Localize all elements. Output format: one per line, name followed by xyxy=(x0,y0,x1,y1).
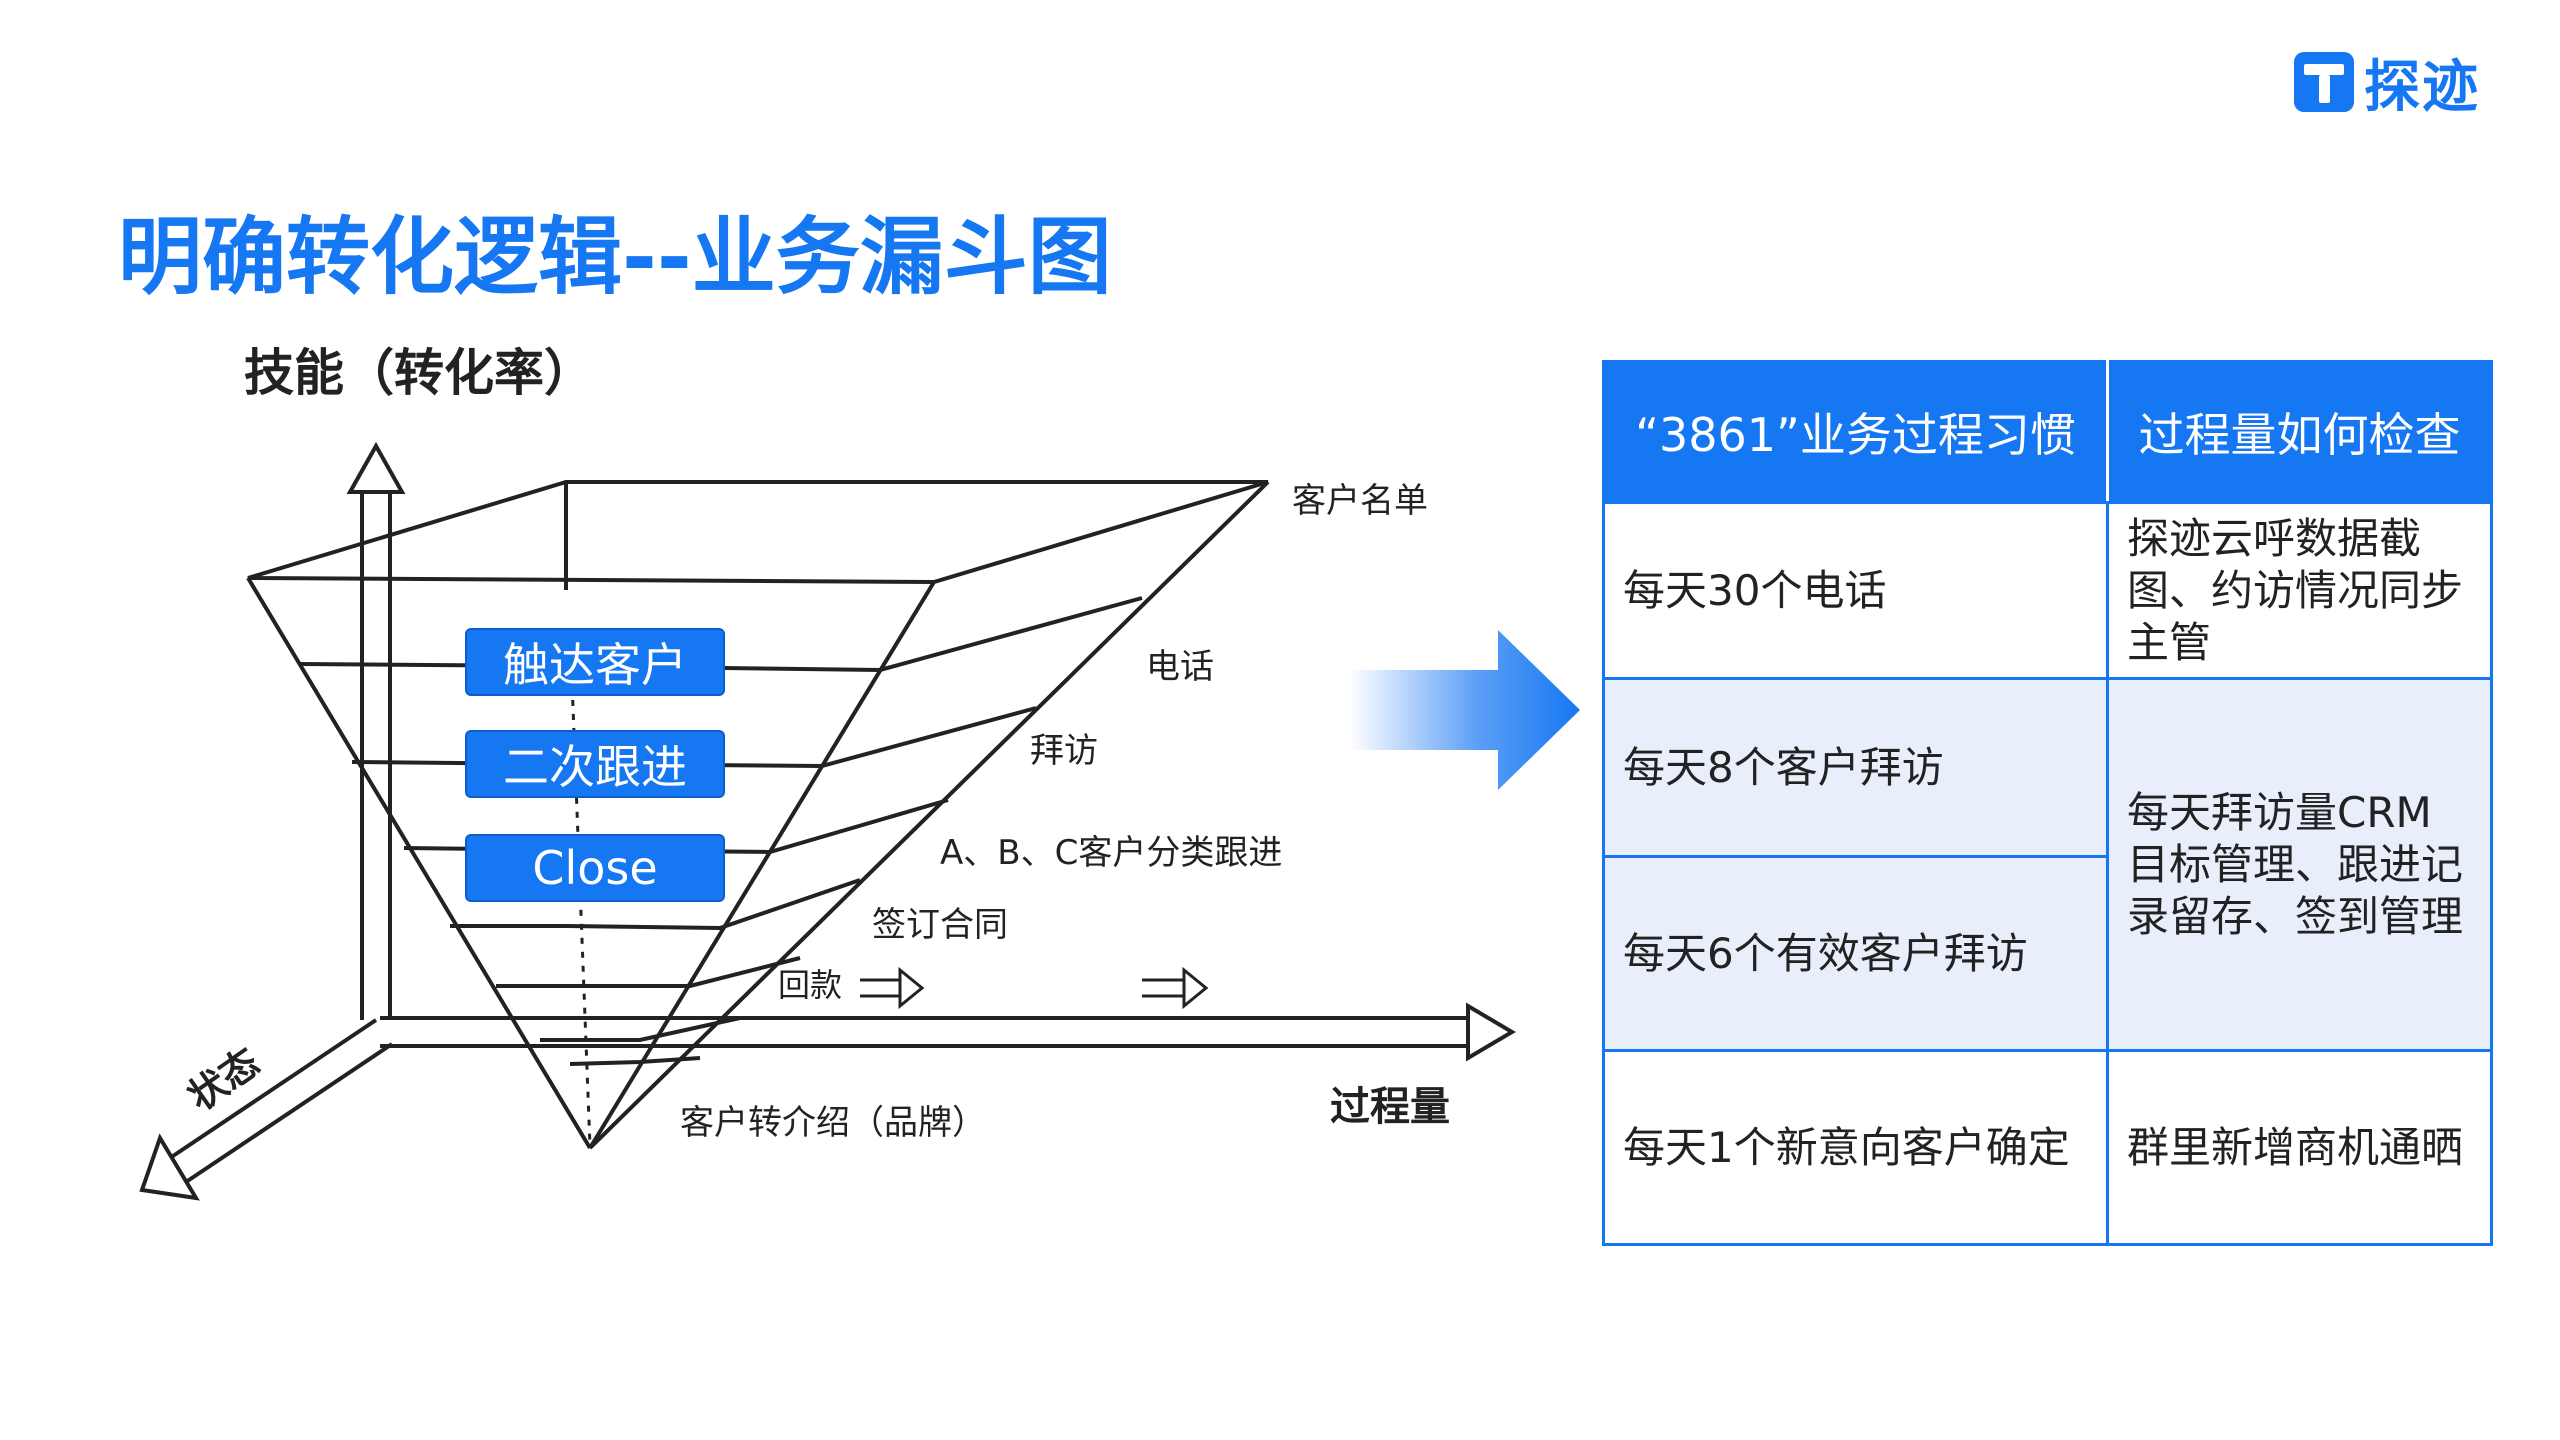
stage-close: Close xyxy=(465,834,725,902)
habits-table: “3861”业务过程习惯 过程量如何检查 每天30个电话 探迹云呼数据截图、约访… xyxy=(1602,360,2493,1246)
funnel-level-label: 拜访 xyxy=(1030,731,1098,771)
funnel-diagram: 技能（转化率） 过程量 状态 客户名单 电话 拜访 A、B、C客户分类跟进 签订… xyxy=(139,344,1516,1201)
table-header-row: “3861”业务过程习惯 过程量如何检查 xyxy=(1602,360,2493,504)
right-arrow-icon xyxy=(1350,630,1580,790)
funnel-center-dotted-line xyxy=(568,629,592,1147)
brand-logo: 探迹 xyxy=(2294,50,2480,120)
x-axis-arrow xyxy=(380,1002,1516,1062)
funnel-body xyxy=(246,480,1270,1150)
table-cell-check: 每天拜访量CRM目标管理、跟进记录留存、签到管理 xyxy=(2106,677,2493,1052)
stage-follow-up: 二次跟进 xyxy=(465,730,725,798)
table-row: 每天1个新意向客户确定 群里新增商机通晒 xyxy=(1602,1049,2493,1246)
funnel-level-label: 签订合同 xyxy=(872,905,1008,945)
y-axis-label: 技能（转化率） xyxy=(244,344,594,402)
table-cell-habit: 每天8个客户拜访 xyxy=(1602,677,2109,858)
funnel-level-label: 电话 xyxy=(1146,647,1214,687)
z-axis-arrow xyxy=(139,1018,394,1201)
table-row: 每天6个有效客户拜访 xyxy=(1602,855,2492,1052)
table-cell-habit: 每天1个新意向客户确定 xyxy=(1602,1049,2109,1246)
table-header-check: 过程量如何检查 xyxy=(2106,360,2493,504)
table-cell-habit: 每天6个有效客户拜访 xyxy=(1602,855,2109,1052)
logo-text: 探迹 xyxy=(2364,54,2480,120)
funnel-level-label: 客户转介绍（品牌） xyxy=(680,1103,986,1143)
funnel-level-label: A、B、C客户分类跟进 xyxy=(940,833,1282,873)
table-row: 每天30个电话 探迹云呼数据截图、约访情况同步主管 xyxy=(1602,501,2493,680)
z-axis-label: 状态 xyxy=(180,1040,268,1120)
table-header-habit: “3861”业务过程习惯 xyxy=(1602,360,2109,504)
habits-table-container: “3861”业务过程习惯 过程量如何检查 每天30个电话 探迹云呼数据截图、约访… xyxy=(1602,360,2493,1246)
table-row: 每天8个客户拜访 每天拜访量CRM目标管理、跟进记录留存、签到管理 xyxy=(1602,677,2493,1052)
table-cell-check: 探迹云呼数据截图、约访情况同步主管 xyxy=(2106,501,2493,680)
x-axis-label: 过程量 xyxy=(1330,1084,1450,1130)
logo-mark-icon xyxy=(2294,52,2354,112)
page-title: 明确转化逻辑--业务漏斗图 xyxy=(118,208,1112,306)
table-cell-habit: 每天30个电话 xyxy=(1602,501,2109,680)
small-arrow-icon xyxy=(860,966,925,1010)
funnel-level-label: 回款 xyxy=(778,966,842,1004)
stage-reach-customer: 触达客户 xyxy=(465,628,725,696)
table-cell-check: 群里新增商机通晒 xyxy=(2106,1049,2493,1246)
funnel-level-label: 客户名单 xyxy=(1292,481,1428,521)
small-arrow-icon xyxy=(1142,966,1209,1010)
